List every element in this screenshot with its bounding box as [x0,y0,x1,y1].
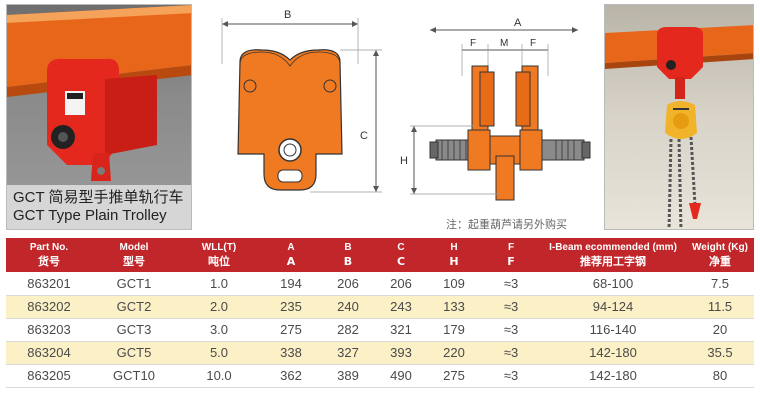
side-dim-h-label: H [400,155,408,167]
hoist-sold-separately-note: 注：起重葫芦请另外购买 [446,218,567,231]
cell-wll: 5.0 [176,341,262,365]
cell-i-beam: 142-180 [540,341,686,365]
cell-weight: 35.5 [686,341,754,365]
cell-a: 235 [262,295,320,319]
front-view-drawing: B C [200,4,390,204]
table-row: 863205 GCT10 10.0 362 389 490 275 ≈3 142… [6,364,754,388]
cell-b: 389 [320,364,376,388]
cell-part-no: 863203 [6,318,92,342]
table-row: 863202 GCT2 2.0 235 240 243 133 ≈3 94-12… [6,295,754,319]
side-dim-f2-label: F [530,38,536,49]
cell-a: 194 [262,272,320,296]
cell-h: 133 [426,295,482,319]
cell-f: ≈3 [482,341,540,365]
cell-weight: 80 [686,364,754,388]
cell-model: GCT1 [92,272,176,296]
cell-part-no: 863204 [6,341,92,365]
cell-i-beam: 116-140 [540,318,686,342]
cell-weight: 7.5 [686,272,754,296]
cell-a: 338 [262,341,320,365]
cell-b: 240 [320,295,376,319]
cell-f: ≈3 [482,295,540,319]
trolley-photo-illustration [7,5,191,181]
cell-b: 327 [320,341,376,365]
cell-h: 179 [426,318,482,342]
caption-chinese: GCT 简易型手推单轨行车 [13,189,184,206]
cell-wll: 3.0 [176,318,262,342]
cell-model: GCT3 [92,318,176,342]
cell-c: 206 [376,272,426,296]
product-photo-trolley: GCT 简易型手推单轨行车 GCT Type Plain Trolley [6,4,192,230]
front-dim-c-label: C [360,130,368,142]
table-row: 863201 GCT1 1.0 194 206 206 109 ≈3 68-10… [6,272,754,296]
cell-part-no: 863202 [6,295,92,319]
cell-wll: 10.0 [176,364,262,388]
cell-weight: 11.5 [686,295,754,319]
side-dim-a-label: A [514,17,522,29]
cell-part-no: 863205 [6,364,92,388]
front-dim-b-label: B [284,9,291,21]
header-part-no: Part No.货号 [6,238,92,272]
header-weight: Weight (Kg)净重 [686,238,754,272]
cell-c: 490 [376,364,426,388]
cell-c: 243 [376,295,426,319]
table-row: 863203 GCT3 3.0 275 282 321 179 ≈3 116-1… [6,318,754,342]
cell-model: GCT5 [92,341,176,365]
cell-weight: 20 [686,318,754,342]
cell-b: 206 [320,272,376,296]
cell-model: GCT2 [92,295,176,319]
product-photo-hoist [604,4,754,230]
caption-english: GCT Type Plain Trolley [13,207,167,224]
cell-h: 220 [426,341,482,365]
cell-c: 393 [376,341,426,365]
cell-c: 321 [376,318,426,342]
cell-i-beam: 142-180 [540,364,686,388]
cell-f: ≈3 [482,272,540,296]
cell-i-beam: 68-100 [540,272,686,296]
cell-wll: 2.0 [176,295,262,319]
header-wll: WLL(T)吨位 [176,238,262,272]
cell-f: ≈3 [482,318,540,342]
cell-wll: 1.0 [176,272,262,296]
header-i-beam: I-Beam ecommended (mm)推荐用工字钢 [540,238,686,272]
cell-a: 362 [262,364,320,388]
side-dim-f1-label: F [470,38,476,49]
side-view-drawing: A F M F [396,16,596,212]
hoist-photo-illustration [605,25,753,229]
table-row: 863204 GCT5 5.0 338 327 393 220 ≈3 142-1… [6,341,754,365]
cell-model: GCT10 [92,364,176,388]
side-dim-m-label: M [500,38,508,49]
cell-f: ≈3 [482,364,540,388]
photo-caption: GCT 简易型手推单轨行车 GCT Type Plain Trolley [7,185,191,229]
cell-i-beam: 94-124 [540,295,686,319]
cell-b: 282 [320,318,376,342]
cell-h: 109 [426,272,482,296]
cell-a: 275 [262,318,320,342]
cell-part-no: 863201 [6,272,92,296]
cell-h: 275 [426,364,482,388]
